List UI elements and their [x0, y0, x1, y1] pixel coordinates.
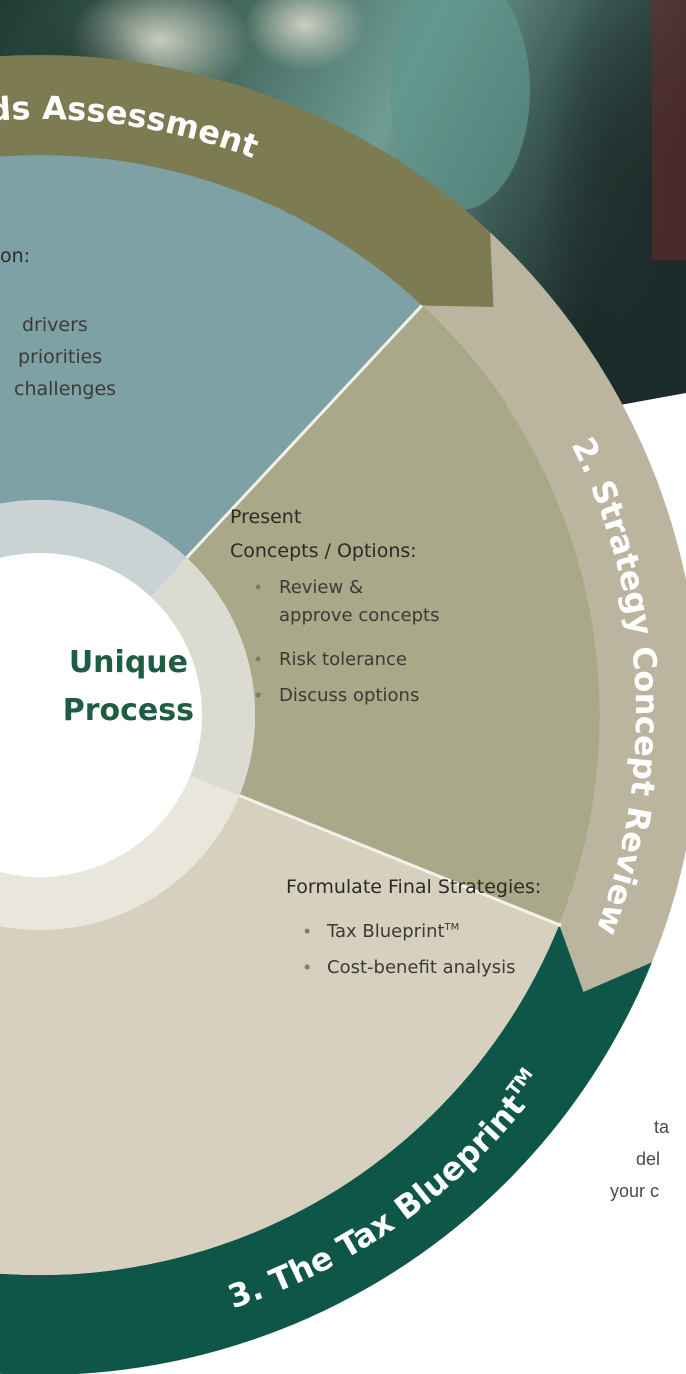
- side-text-line-3: your c: [610, 1181, 659, 1201]
- concepts-item-1-line-1: Review &: [279, 577, 363, 598]
- wedge-divider-2: [238, 794, 560, 927]
- concepts-item-1-line-2: approve concepts: [279, 605, 440, 626]
- hub-center: [0, 553, 202, 877]
- final-heading: Formulate Final Strategies:: [286, 876, 541, 898]
- side-text-line-1: ta: [654, 1117, 670, 1137]
- final-item-2: Cost-benefit analysis: [327, 957, 516, 978]
- needs-item-3: challenges: [14, 378, 116, 400]
- concepts-item-3-line-1: Discuss options: [279, 685, 419, 706]
- needs-heading: on:: [0, 245, 30, 267]
- final-item-1: Tax BlueprintTM: [326, 921, 459, 942]
- wedge-final: [0, 795, 560, 1276]
- side-text-line-2: del: [636, 1149, 660, 1169]
- segment-strategy-concept-review: [421, 232, 686, 992]
- final-item-tm: TM: [444, 922, 460, 933]
- needs-item-2: priorities: [18, 346, 102, 368]
- segment-needs-assessment: [0, 55, 494, 307]
- concepts-heading-line-2: Concepts / Options:: [230, 540, 417, 562]
- concepts-heading-line-1: Present: [230, 506, 301, 528]
- wedge-concepts: [186, 305, 601, 925]
- concepts-item-2-line-1: Risk tolerance: [279, 649, 407, 670]
- concepts-bullet-2: •: [255, 649, 261, 669]
- hub-ring-blue: [0, 500, 187, 598]
- final-bullet-2: •: [304, 957, 310, 977]
- wedge-needs: [0, 155, 422, 558]
- segment-tax-blueprint: [0, 924, 652, 1374]
- wedge-divider-1: [185, 304, 424, 559]
- needs-item-1: drivers: [22, 314, 88, 336]
- rim-dot: [557, 922, 562, 927]
- side-text: ta del your c: [610, 1117, 670, 1201]
- hub-ring-cream: [0, 774, 240, 930]
- concepts-bullet-1: •: [255, 577, 261, 597]
- hub-title-line-1: Unique: [69, 645, 188, 680]
- final-bullet-1: •: [304, 921, 310, 941]
- concepts-bullet-3: •: [255, 685, 261, 705]
- hub-title-line-2: Process: [63, 693, 194, 728]
